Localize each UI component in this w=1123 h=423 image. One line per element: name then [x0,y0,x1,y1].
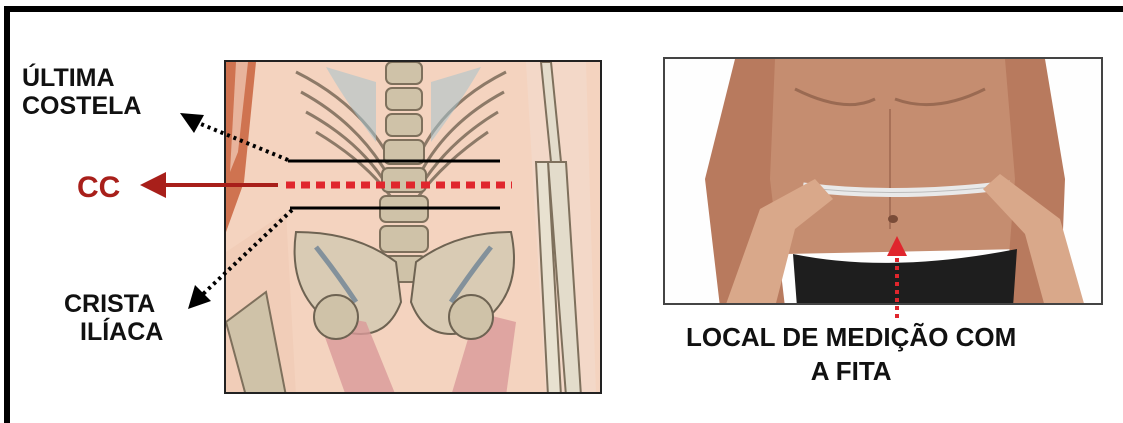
label-crista-iliaca: CRISTA ILÍACA [64,290,163,346]
left-arrow-icon [140,172,166,198]
label-crista-line1: CRISTA [64,290,163,318]
label-ultima-line2: COSTELA [22,92,141,120]
label-crista-line2: ILÍACA [64,318,163,346]
label-cc: CC [77,174,120,202]
label-local-medicao: LOCAL DE MEDIÇÃO COM A FITA [686,320,1016,388]
dotted-arrow-icon [188,285,211,309]
label-ultima-line1: ÚLTIMA [22,64,141,92]
ultima-dotted-line [196,122,288,160]
dotted-arrow-icon [180,113,204,133]
label-local-line2: A FITA [686,354,1016,388]
label-ultima-costela: ÚLTIMA COSTELA [22,64,141,120]
dotted-up-arrow-icon [887,236,907,256]
crista-dotted-line [202,210,292,295]
label-local-line1: LOCAL DE MEDIÇÃO COM [686,320,1016,354]
